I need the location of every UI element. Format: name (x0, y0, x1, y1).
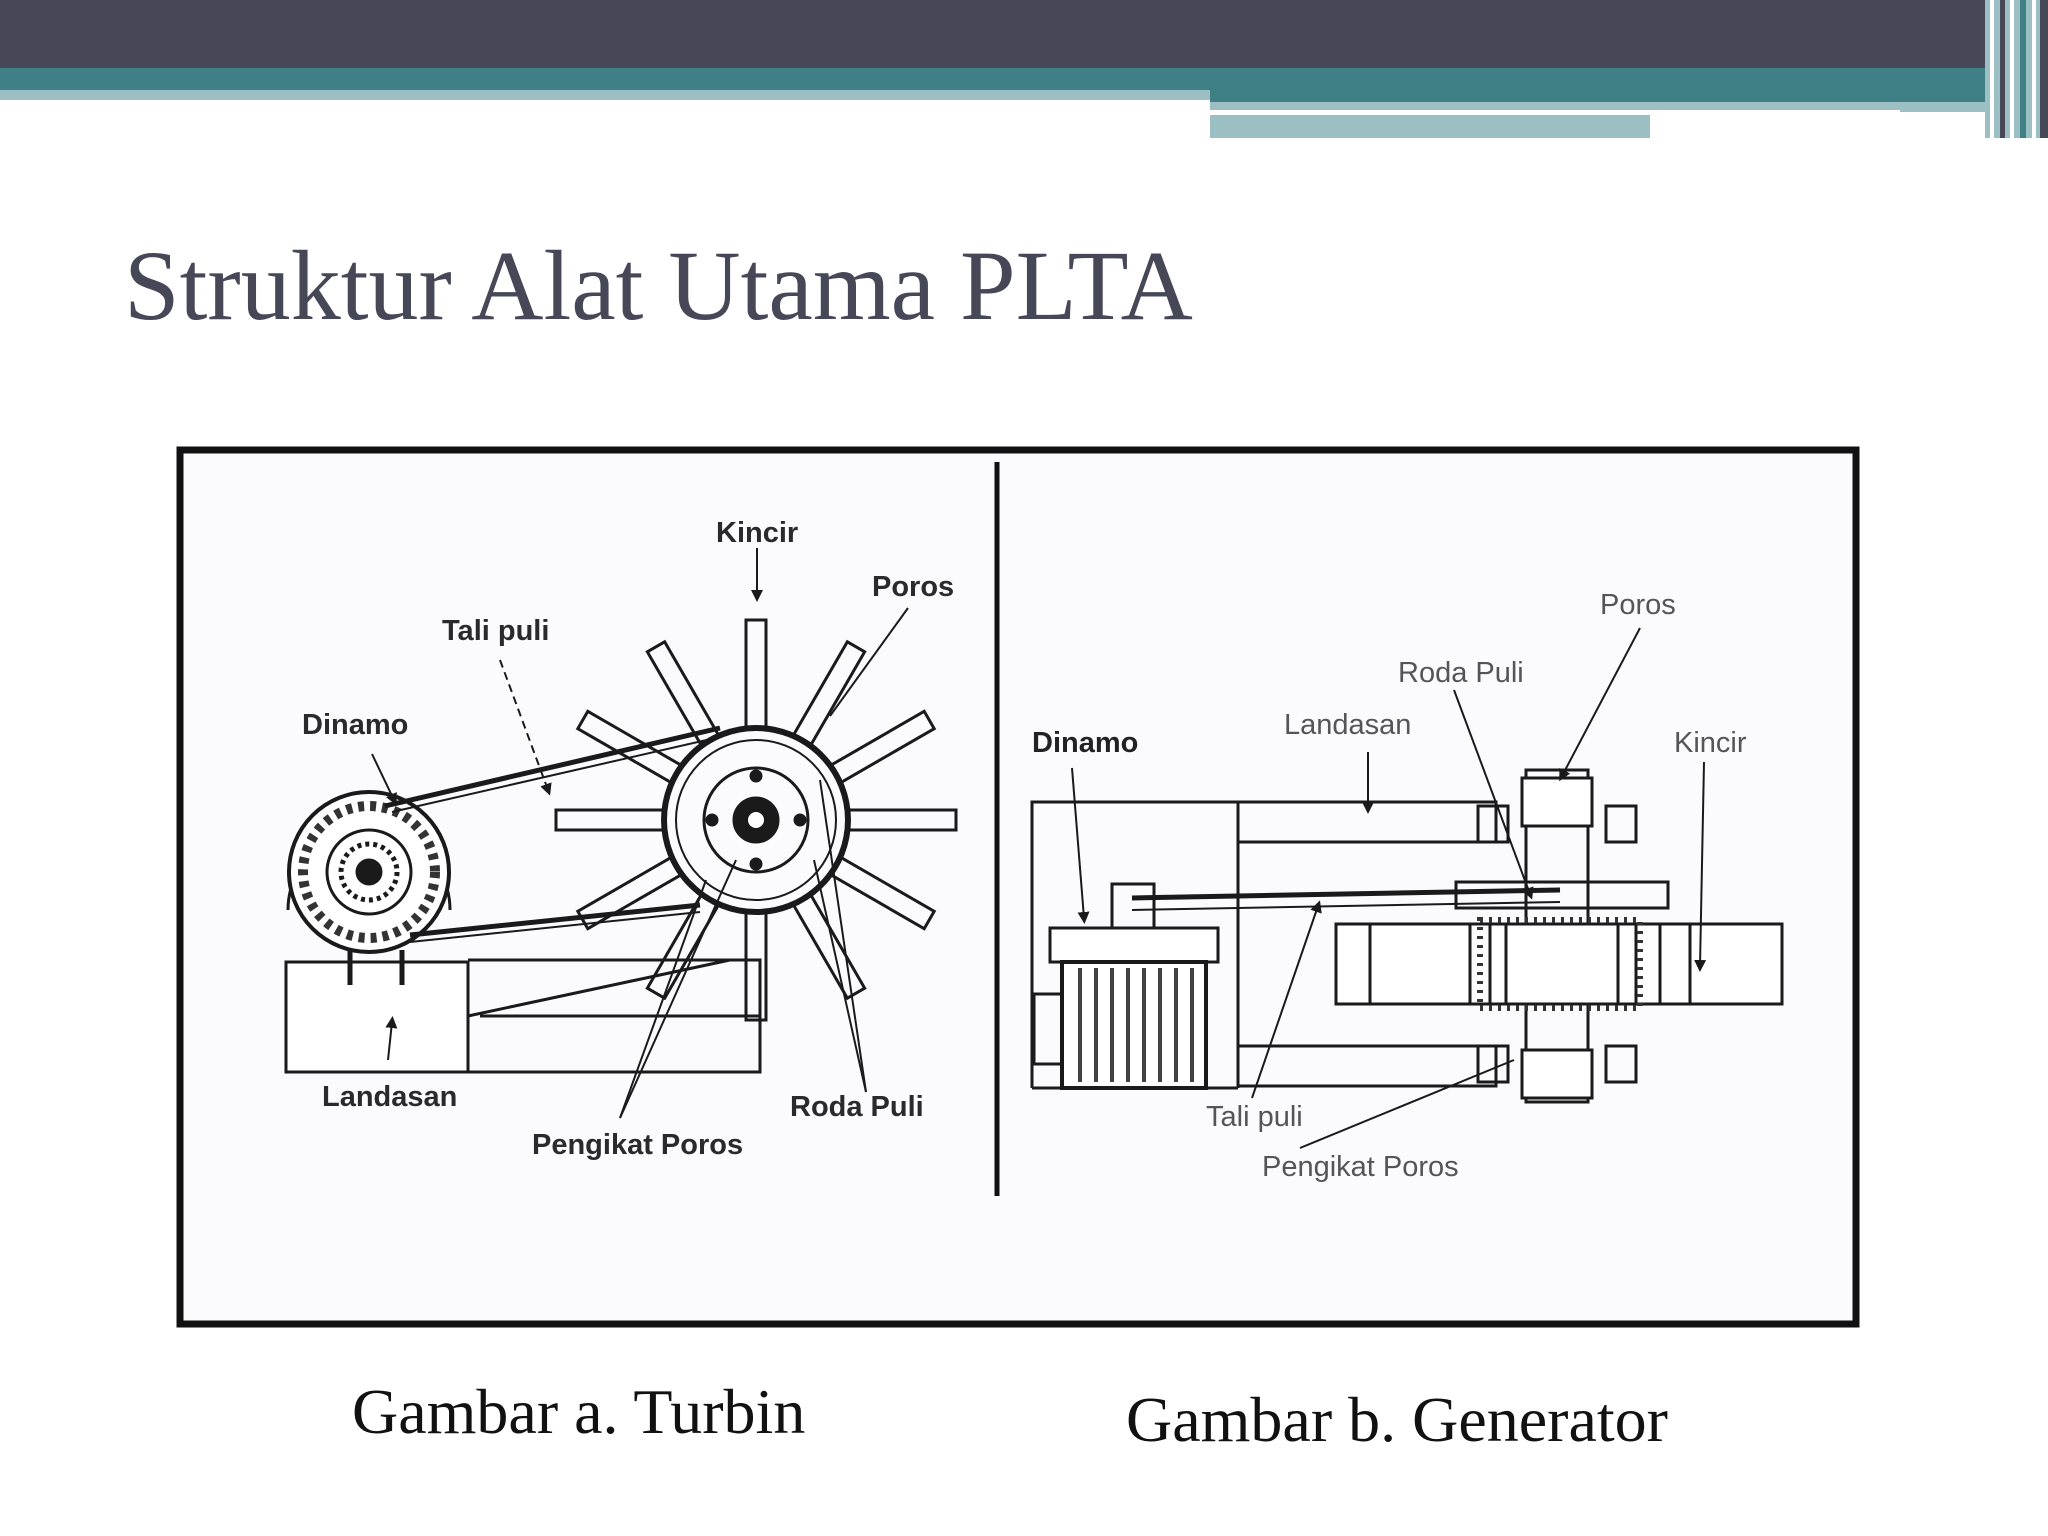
header-right-stripes-bg (1985, 0, 2048, 138)
label-a-poros: Poros (872, 571, 954, 603)
slide-title: Struktur Alat Utama PLTA (124, 230, 1193, 341)
plta-diagram: Kincir Poros Tali puli Dinamo Landasan P… (176, 446, 1860, 1328)
label-b-kincir: Kincir (1674, 727, 1747, 759)
header-teal-bar (0, 68, 2048, 90)
caption-turbin: Gambar a. Turbin (352, 1376, 806, 1447)
header-light-bar-left (0, 90, 1210, 100)
dinamo-a (286, 790, 452, 985)
roda-puli-b (1454, 768, 1670, 1104)
labels-a: Kincir Poros Tali puli Dinamo Landasan P… (302, 517, 954, 1161)
label-b-poros: Poros (1600, 589, 1676, 621)
header-right-stripe-4 (2020, 0, 2026, 138)
diagram-frame (176, 446, 1860, 1328)
tali-puli-a (384, 725, 725, 943)
label-b-dinamo: Dinamo (1032, 727, 1138, 759)
header-light-bar-right (1210, 90, 2048, 102)
header-right-stripe-1 (1990, 0, 1994, 138)
label-a-landasan: Landasan (322, 1081, 457, 1113)
label-a-tali-puli: Tali puli (442, 615, 549, 647)
figure-b-generator (1030, 627, 1784, 1149)
header-white-line (1210, 110, 1900, 115)
label-b-landasan: Landasan (1284, 709, 1411, 741)
leaders-b (1071, 627, 1707, 1149)
figure-a-turbin (284, 548, 958, 1119)
label-a-kincir: Kincir (716, 517, 798, 549)
dinamo-b (1032, 882, 1220, 1090)
header-light-bar-lower (1210, 102, 2048, 112)
header-right-stripe-5 (2032, 0, 2036, 138)
label-b-pengikat-poros: Pengikat Poros (1262, 1151, 1459, 1183)
leaders-a (371, 548, 909, 1119)
tali-puli-b (1131, 887, 1561, 911)
header-dark-bar (0, 0, 2048, 68)
header-light-bar-stub (1210, 112, 1650, 138)
header-right-stripe-2 (2000, 0, 2005, 138)
header-decoration (0, 0, 2048, 138)
labels-b: Poros Roda Puli Dinamo Landasan Kincir T… (1032, 589, 1747, 1183)
label-b-tali-puli: Tali puli (1206, 1101, 1303, 1133)
header-right-stripe-3 (2010, 0, 2014, 138)
header-right-stripe-6 (2040, 0, 2048, 138)
caption-generator: Gambar b. Generator (1126, 1384, 1668, 1455)
label-b-roda-puli: Roda Puli (1398, 657, 1524, 689)
label-a-pengikat-poros: Pengikat Poros (532, 1129, 743, 1161)
label-a-roda-puli: Roda Puli (790, 1091, 924, 1123)
header-white-line-2 (1650, 128, 1900, 132)
kincir-b (1334, 917, 1784, 1011)
kincir-a (554, 618, 958, 1022)
label-a-dinamo: Dinamo (302, 709, 408, 741)
